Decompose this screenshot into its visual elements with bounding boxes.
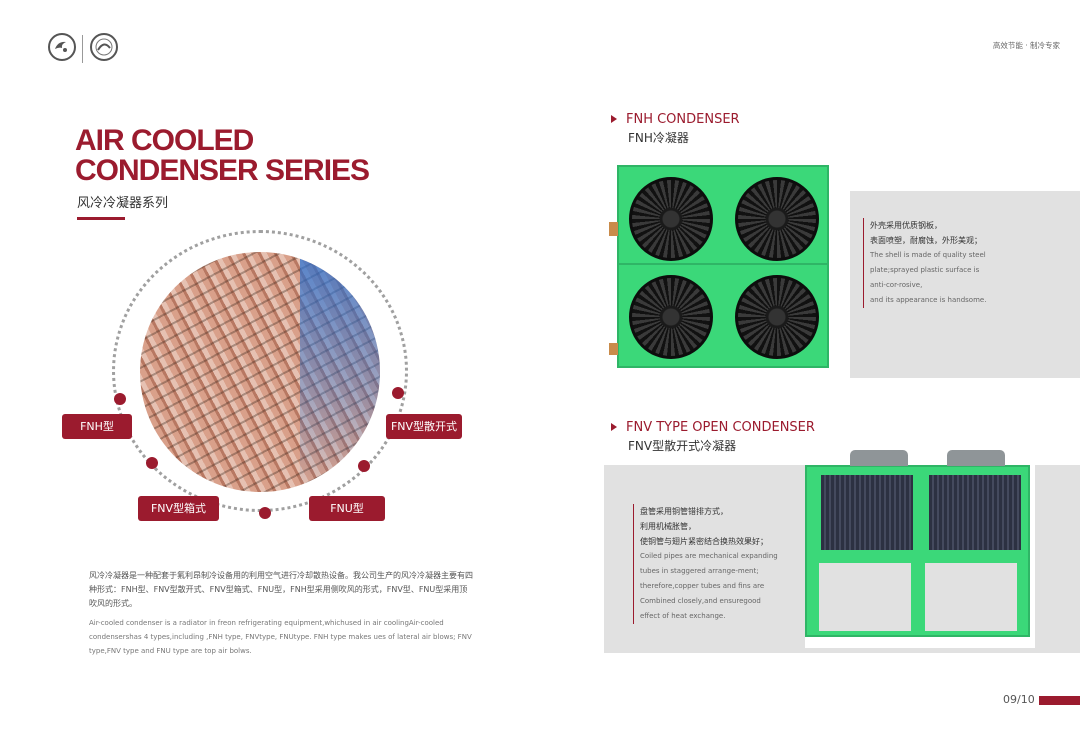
label-fnu: FNU型 [309, 496, 385, 521]
fnh-condenser-photo [617, 165, 829, 368]
description-cn: 风冷冷凝器是一种配套于氟利昂制冷设备用的利用空气进行冷却散热设备。我公司生产的风… [89, 571, 473, 608]
logo-divider [82, 35, 83, 63]
fan-icon [735, 275, 819, 359]
condenser-coil-photo [140, 252, 380, 492]
caret-right-icon [611, 423, 617, 431]
ring-dot [392, 387, 404, 399]
coil-panel [929, 475, 1021, 550]
fan-hood [947, 450, 1005, 466]
note-line: effect of heat exchange. [640, 612, 726, 620]
fnh-title-cn: FNH冷凝器 [628, 131, 689, 145]
label-fnv-box: FNV型箱式 [138, 496, 219, 521]
description-en: Air-cooled condenser is a radiator in fr… [89, 619, 472, 655]
note-line: plate;sprayed plastic surface is [870, 266, 980, 274]
ring-dot [114, 393, 126, 405]
caret-right-icon [611, 115, 617, 123]
panel-seam [619, 263, 827, 265]
pipe-outlet [609, 343, 618, 355]
label-fnv-open: FNV型散开式 [386, 414, 462, 439]
fan-icon [629, 177, 713, 261]
ring-dot [146, 457, 158, 469]
title-line-1: AIR COOLED [75, 124, 254, 157]
note-line: 盘管采用铜管错排方式， [640, 507, 728, 516]
brand-seal-logo [90, 33, 118, 61]
ring-dot [358, 460, 370, 472]
note-line: Coiled pipes are mechanical expanding [640, 552, 778, 560]
note-line: Combined closely,and ensuregood [640, 597, 761, 605]
title-underline [77, 217, 125, 220]
page-title: AIR COOLED CONDENSER SERIES [75, 124, 370, 187]
note-line: 使铜管与翅片紧密结合换热效果好； [640, 537, 768, 546]
note-line: The shell is made of quality steel [870, 251, 986, 259]
fan-icon [629, 275, 713, 359]
fnh-title-en: FNH CONDENSER [626, 112, 740, 127]
fnv-title-cn: FNV型散开式冷凝器 [628, 439, 737, 453]
note-line: therefore,copper tubes and fins are [640, 582, 765, 590]
fnv-title-en: FNV TYPE OPEN CONDENSER [626, 420, 815, 435]
note-line: anti-cor-rosive, [870, 281, 923, 289]
page-number: 09/10 [1003, 693, 1035, 706]
ring-dot [259, 507, 271, 519]
fan-hood [850, 450, 908, 466]
page-subtitle: 风冷冷凝器系列 [77, 196, 169, 211]
fnv-condenser-photo [805, 450, 1030, 637]
note-line: 外壳采用优质钢板， [870, 221, 942, 230]
label-fnh: FNH型 [62, 414, 132, 439]
leg-opening [925, 563, 1017, 631]
title-line-2: CONDENSER SERIES [75, 154, 370, 187]
fnh-spec-notes: 外壳采用优质钢板， 表面喷塑，耐腐蚀，外形美观； The shell is ma… [863, 218, 986, 308]
leg-opening [819, 563, 911, 631]
note-line: 表面喷塑，耐腐蚀，外形美观； [870, 236, 982, 245]
company-logo [48, 33, 76, 61]
note-line: and its appearance is handsome. [870, 296, 987, 304]
coil-panel [821, 475, 913, 550]
note-line: tubes in staggered arrange-ment; [640, 567, 759, 575]
page-number-bar [1039, 696, 1080, 705]
fan-icon [735, 177, 819, 261]
pipe-inlet [609, 222, 618, 236]
header-tagline: 高效节能 · 制冷专家 [992, 41, 1060, 50]
fnv-spec-notes: 盘管采用铜管错排方式， 利用机械胀管， 使铜管与翅片紧密结合换热效果好； Coi… [633, 504, 778, 624]
note-line: 利用机械胀管， [640, 522, 696, 531]
